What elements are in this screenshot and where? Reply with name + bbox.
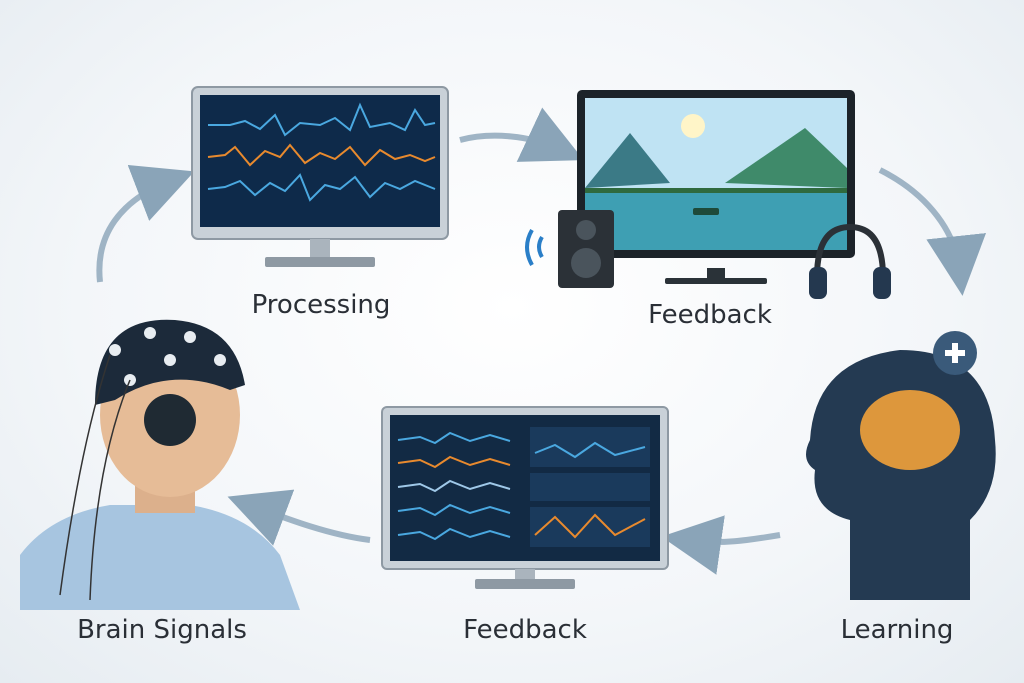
label-learning: Learning: [840, 615, 954, 645]
boat-icon: [693, 208, 719, 215]
label-feedback-top: Feedback: [648, 300, 772, 330]
label-feedback-bottom: Feedback: [463, 615, 587, 645]
label-brain-signals: Brain Signals: [77, 615, 247, 645]
sun-icon: [681, 114, 705, 138]
dash-panel-wave-blue: [534, 441, 646, 459]
dash-panel-wave-orange: [534, 513, 646, 539]
headphone-cup-icon: [144, 394, 196, 446]
dashboard-monitor: [381, 406, 669, 589]
eeg-person: [20, 319, 300, 610]
dash-wave-3: [397, 479, 511, 493]
label-processing: Processing: [251, 290, 391, 320]
brain-icon: [860, 390, 960, 470]
dash-wave-5: [397, 527, 511, 541]
headphones-icon: [809, 223, 891, 299]
dash-wave-4: [397, 503, 511, 517]
feedback-tv: [577, 90, 855, 284]
arrow-feedback-to-signals: [227, 489, 371, 546]
dash-wave-2: [397, 455, 511, 469]
arrow-learning-to-feedback: [661, 515, 781, 575]
speaker-icon: [525, 210, 614, 288]
processing-monitor: [191, 86, 449, 267]
dash-wave-1: [397, 431, 511, 445]
wave-line-1: [208, 102, 436, 137]
arrow-signals-to-processing: [96, 164, 195, 283]
arrow-processing-to-feedback: [459, 107, 584, 162]
arrow-feedback-to-learning: [878, 167, 986, 296]
wave-line-2: [207, 143, 436, 167]
wave-line-3: [207, 173, 436, 202]
learning-head: [806, 331, 996, 600]
